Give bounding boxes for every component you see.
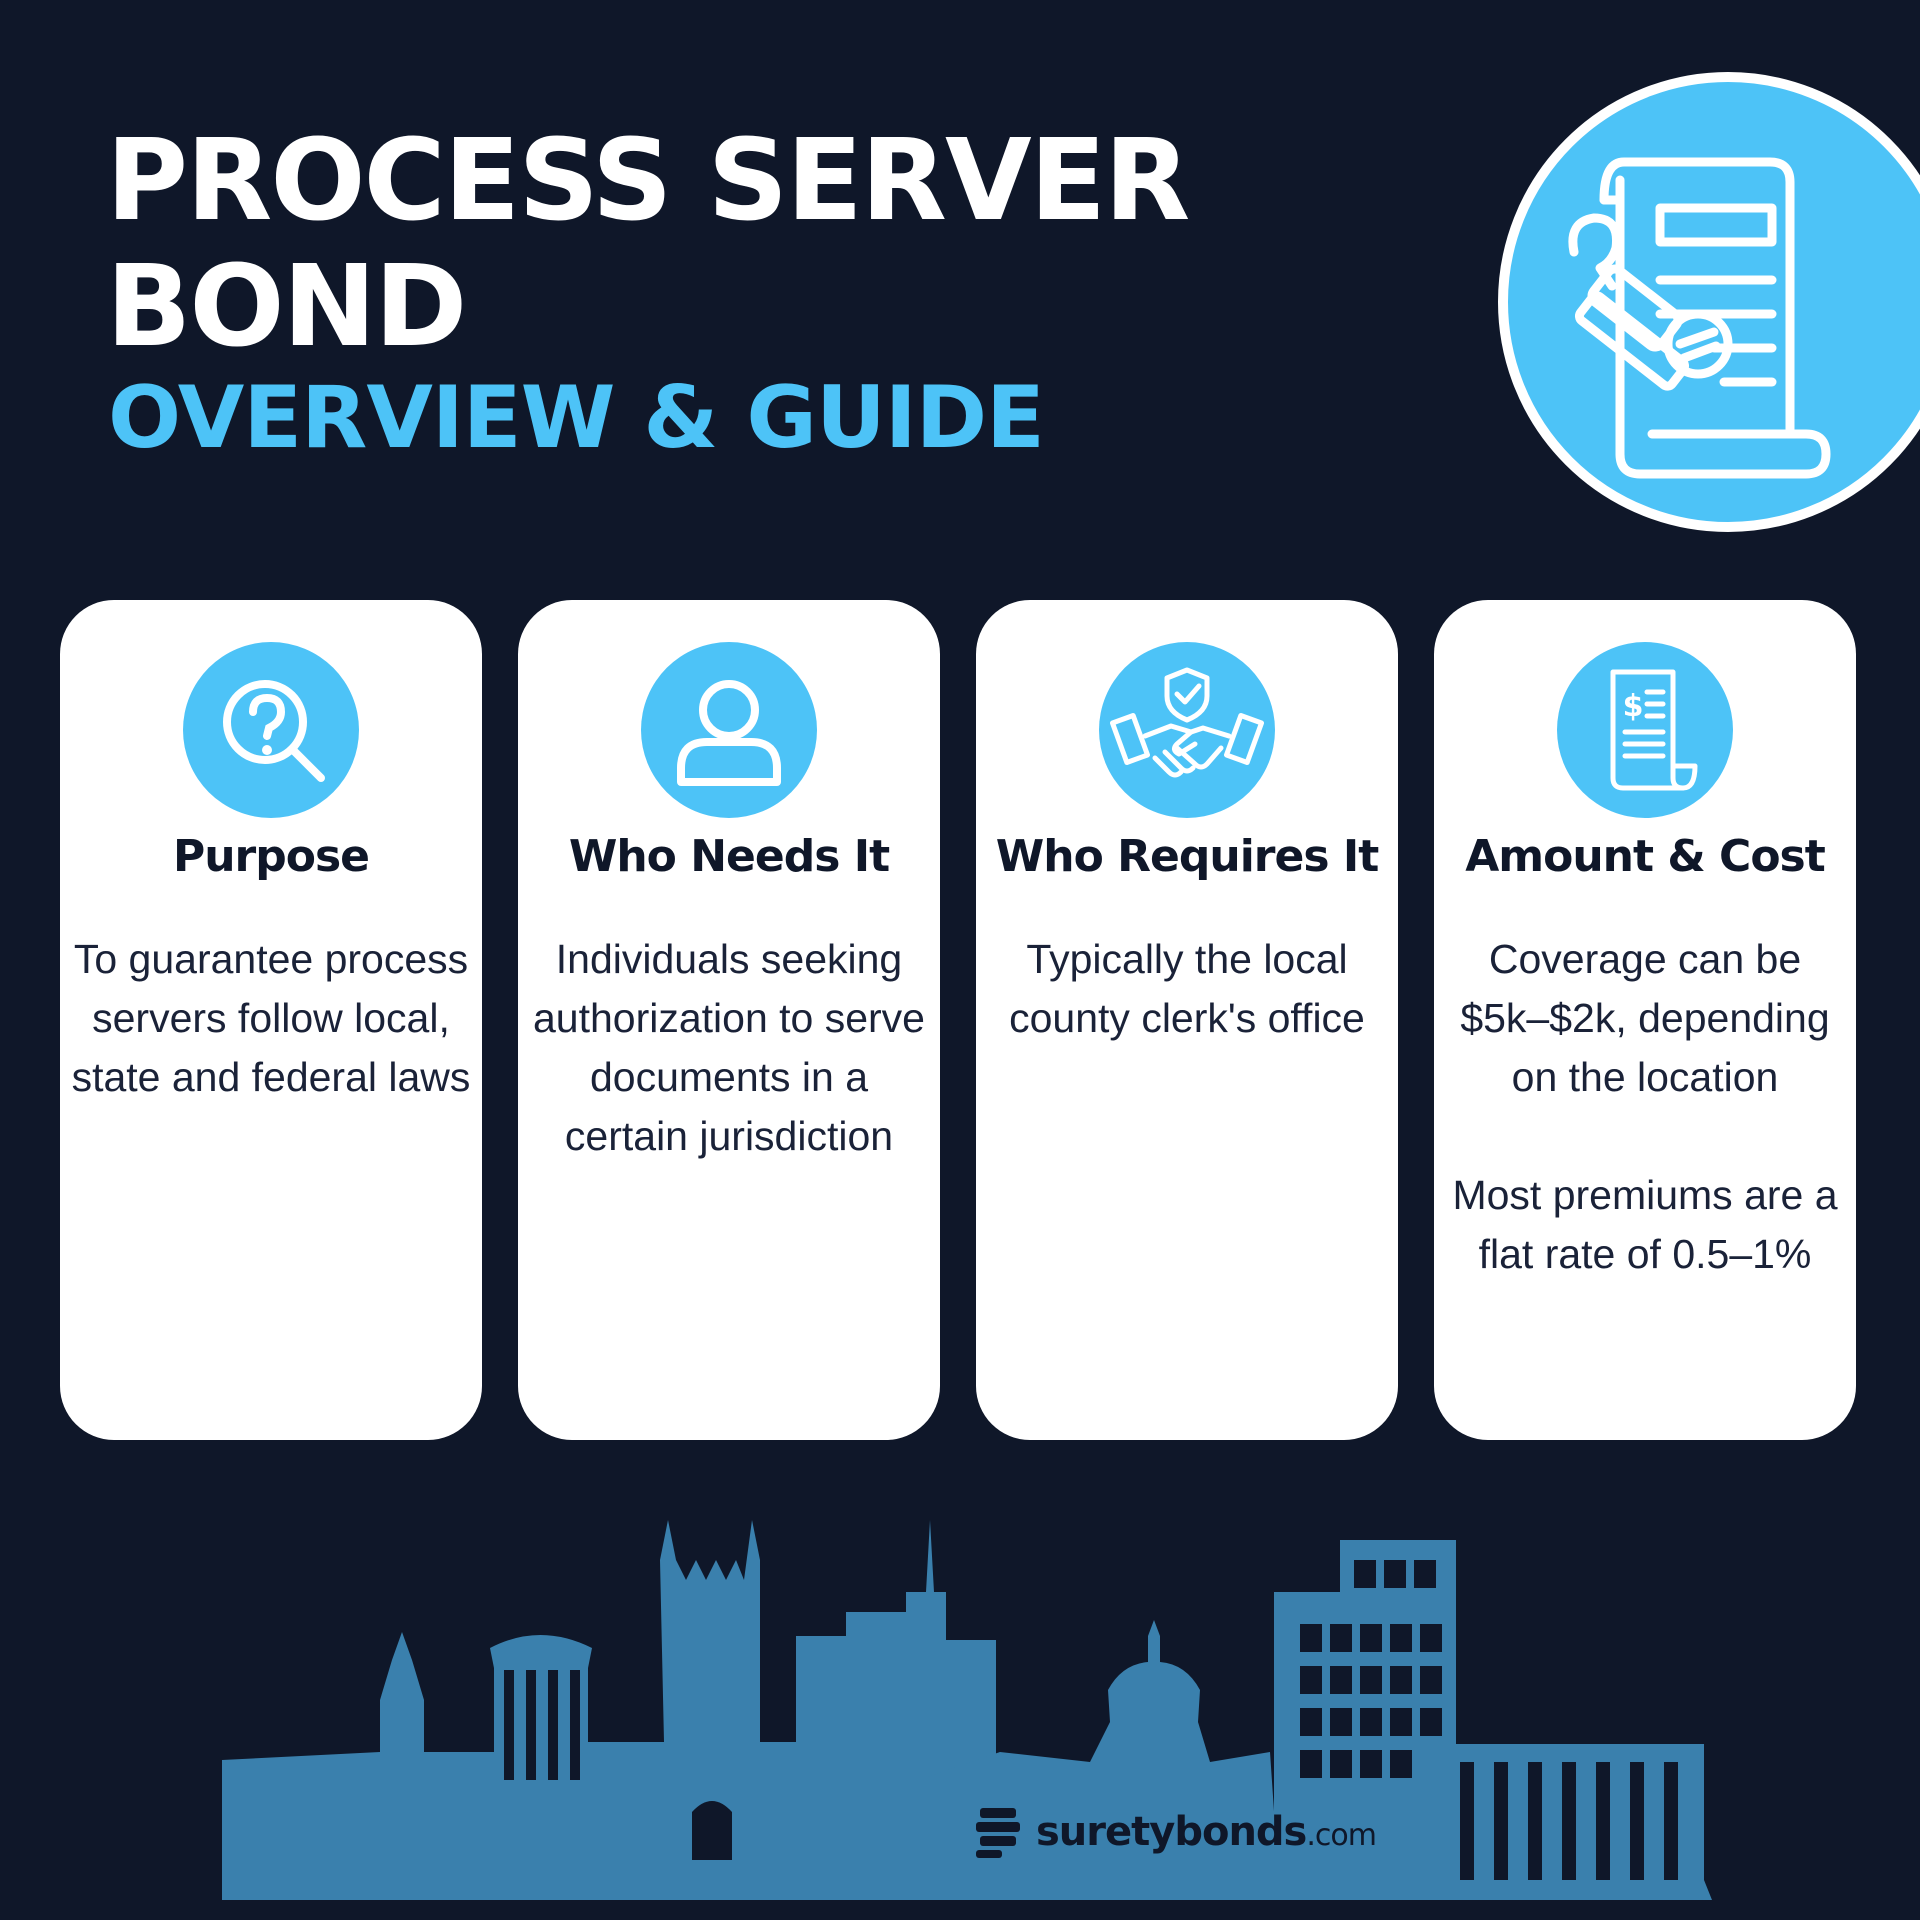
page-title: PROCESS SERVER BOND	[106, 116, 1190, 372]
card-description: Individuals seeking authorization to ser…	[528, 930, 930, 1166]
card-title: Who Needs It	[568, 831, 890, 882]
card-icon-badge	[1099, 642, 1275, 818]
card-title: Who Requires It	[995, 831, 1379, 882]
card-icon-badge	[641, 642, 817, 818]
title-line-1: PROCESS SERVER	[106, 116, 1190, 246]
brand-suffix: .com	[1306, 1818, 1377, 1853]
magnifier-question-icon	[223, 680, 325, 782]
card-text: Coverage can be $5k–$2k, depending on th…	[1460, 936, 1830, 1100]
card-icon-badge	[183, 642, 359, 818]
suretybonds-logo-icon	[976, 1808, 1020, 1858]
card-text: Typically the local county clerk's offic…	[1009, 936, 1365, 1041]
card-amount-cost: $ Amount & Cost Coverage can be $5k–$2k,…	[1434, 600, 1856, 1440]
card-icon-badge: $	[1557, 642, 1733, 818]
card-description: Typically the local county clerk's offic…	[986, 930, 1388, 1048]
page-subtitle: OVERVIEW & GUIDE	[108, 368, 1045, 468]
card-title: Purpose	[172, 831, 370, 882]
brand-logo[interactable]: suretybonds.com	[974, 1804, 1377, 1860]
svg-text:$: $	[1623, 689, 1644, 724]
card-text: To guarantee process servers follow loca…	[71, 936, 471, 1100]
card-description: Coverage can be $5k–$2k, depending on th…	[1444, 930, 1846, 1284]
card-description: To guarantee process servers follow loca…	[70, 930, 472, 1107]
hero-badge	[1498, 72, 1920, 532]
legal-document-stamp-icon	[1568, 157, 1831, 479]
card-who-requires-it: Who Requires It Typically the local coun…	[976, 600, 1398, 1440]
handshake-shield-icon	[1109, 667, 1265, 778]
brand-wordmark: suretybonds.com	[1036, 1809, 1377, 1855]
card-who-needs-it: Who Needs It Individuals seeking authori…	[518, 600, 940, 1440]
card-text: Most premiums are a flat rate of 0.5–1%	[1452, 1172, 1838, 1277]
invoice-dollar-icon: $	[1610, 669, 1698, 791]
card-purpose: Purpose To guarantee process servers fol…	[60, 600, 482, 1440]
brand-name: suretybonds	[1036, 1809, 1307, 1855]
title-line-2: BOND	[106, 242, 467, 372]
city-skyline-illustration	[222, 1520, 1712, 1900]
person-icon	[677, 680, 781, 786]
card-title: Amount & Cost	[1465, 831, 1826, 882]
card-text: Individuals seeking authorization to ser…	[532, 936, 925, 1159]
